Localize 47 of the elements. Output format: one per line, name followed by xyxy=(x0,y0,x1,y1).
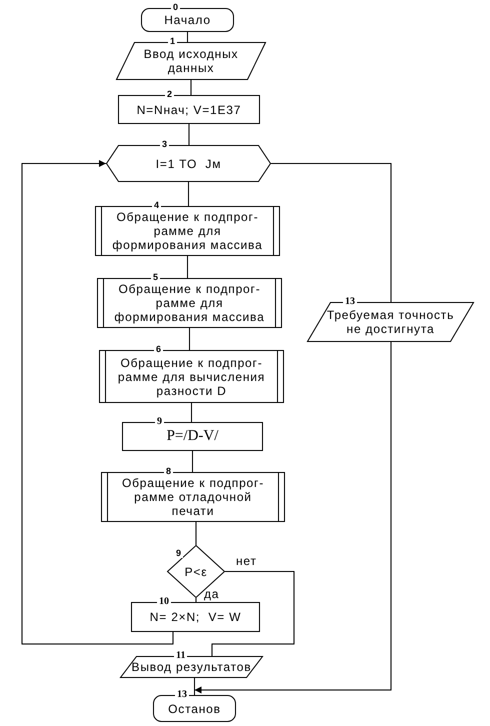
step-text: Останов xyxy=(168,702,221,716)
step-number: 5 xyxy=(151,272,160,282)
process-box xyxy=(118,95,260,124)
io-parallelogram xyxy=(116,42,266,80)
step-number: 2 xyxy=(165,89,174,99)
step-text: Обращение к подпрог- рамме для формирования массива xyxy=(112,210,263,252)
flow-line xyxy=(189,328,190,350)
step-number: 13 xyxy=(343,296,357,307)
flow-line xyxy=(188,182,189,206)
step-text: Обращение к подпрог- рамме отладочной печати xyxy=(122,476,266,518)
step-text: Требуемая точность не достигнута xyxy=(326,308,456,336)
step-text: Обращение к подпрог- рамме для вычисления разности D xyxy=(118,356,266,398)
subroutine-box xyxy=(97,278,282,328)
step-text: P<ε xyxy=(184,564,208,578)
flow-line xyxy=(191,402,192,422)
flow-line xyxy=(187,32,188,42)
step-number: 4 xyxy=(152,200,162,210)
step-number: 9 xyxy=(155,416,164,427)
step-number: 6 xyxy=(154,344,164,354)
flow-arrow xyxy=(194,342,392,694)
step-text: Начало xyxy=(164,13,211,27)
flow-line xyxy=(187,256,188,278)
flow-line xyxy=(212,571,294,656)
step-text: Ввод исходных данных xyxy=(144,47,240,75)
step-number: 13 xyxy=(175,689,189,700)
step-number: 10 xyxy=(157,596,171,607)
step-text: P=/D-V/ xyxy=(166,428,218,444)
step-number: 0 xyxy=(171,2,180,12)
step-text: Обращение к подпрог- рамме для формирования массива xyxy=(114,282,265,324)
step-text: N= 2×N; V= W xyxy=(150,610,242,624)
flow-line xyxy=(194,678,195,696)
flow-line xyxy=(188,124,190,146)
step-text: I=1 TO Jм xyxy=(156,156,222,170)
flow-arrow xyxy=(22,160,174,644)
terminator-shape xyxy=(141,8,234,32)
step-number: 9 xyxy=(174,548,184,558)
subroutine-box xyxy=(95,206,280,256)
flow-line xyxy=(190,80,192,96)
step-number: 3 xyxy=(160,139,170,149)
step-number: 1 xyxy=(168,36,178,46)
step-text: Вывод результатов xyxy=(132,660,252,674)
step-text: N=Nнач; V=1E37 xyxy=(136,102,242,116)
flow-line xyxy=(270,163,392,302)
step-number: 8 xyxy=(164,466,174,476)
step-number: 11 xyxy=(174,650,188,661)
io-parallelogram xyxy=(120,656,263,678)
flow-line xyxy=(192,450,193,472)
